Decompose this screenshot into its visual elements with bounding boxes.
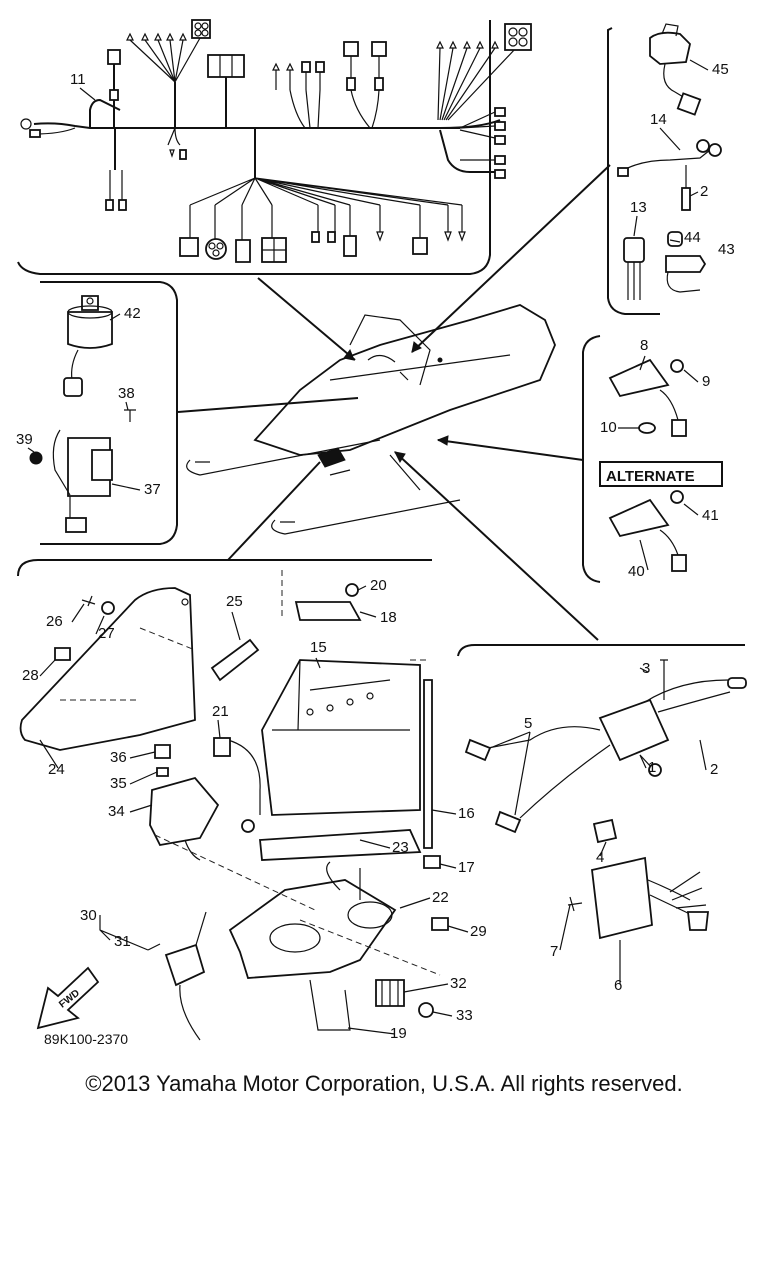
part-label-33: 33 xyxy=(456,1007,473,1024)
wire-harness xyxy=(20,19,532,263)
part-label-39: 39 xyxy=(16,431,33,448)
part-label-27: 27 xyxy=(98,625,115,642)
leader-taillight xyxy=(437,439,584,461)
part-label-35: 35 xyxy=(110,775,127,792)
leader-main-switch xyxy=(177,397,359,413)
part-label-13: 13 xyxy=(630,199,647,216)
part-label-14: 14 xyxy=(650,111,667,128)
snowmobile-outline xyxy=(186,304,556,535)
part-label-3: 3 xyxy=(642,660,650,677)
part-label-2-switch: 2 xyxy=(700,183,708,200)
part-label-9: 9 xyxy=(702,373,710,390)
main-switch-panel xyxy=(40,281,178,545)
part-label-30: 30 xyxy=(80,907,97,924)
part-label-18: 18 xyxy=(380,609,397,626)
part-label-19: 19 xyxy=(390,1025,407,1042)
part-label-11: 11 xyxy=(70,71,86,88)
part-label-26: 26 xyxy=(46,613,63,630)
figure-code: 89K100-2370 xyxy=(44,1031,128,1047)
part-label-7: 7 xyxy=(550,943,558,960)
part-label-41: 41 xyxy=(702,507,719,524)
main-switch-group xyxy=(29,295,136,533)
part-label-36: 36 xyxy=(110,749,127,766)
handlebar-switch-group xyxy=(617,23,722,300)
part-label-43: 43 xyxy=(718,241,735,258)
battery-group xyxy=(19,570,449,1041)
leader-ignition xyxy=(394,451,599,641)
part-label-20: 20 xyxy=(370,577,387,594)
part-label-40: 40 xyxy=(628,563,645,580)
part-label-42: 42 xyxy=(124,305,141,322)
part-label-38: 38 xyxy=(118,385,135,402)
part-label-24: 24 xyxy=(48,761,65,778)
part-label-44: 44 xyxy=(684,229,701,246)
ignition-coil-group xyxy=(464,659,747,940)
copyright-notice: ©2013 Yamaha Motor Corporation, U.S.A. A… xyxy=(85,1071,683,1096)
part-label-21: 21 xyxy=(212,703,229,720)
part-label-15: 15 xyxy=(310,639,327,656)
part-label-37: 37 xyxy=(144,481,161,498)
part-label-22: 22 xyxy=(432,889,449,906)
parts-diagram: 11 45 14 2 13 44 43 42 38 39 37 8 9 10 4… xyxy=(16,19,747,1047)
fwd-arrow xyxy=(36,966,100,1030)
part-label-17: 17 xyxy=(458,859,475,876)
ignition-panel xyxy=(457,644,745,657)
part-label-1: 1 xyxy=(648,759,656,776)
leader-battery xyxy=(227,461,321,561)
part-label-10: 10 xyxy=(600,419,617,436)
taillight-panel xyxy=(582,335,601,583)
part-label-32: 32 xyxy=(450,975,467,992)
part-label-layer: 11 45 14 2 13 44 43 42 38 39 37 8 9 10 4… xyxy=(16,61,735,1042)
part-label-16: 16 xyxy=(458,805,475,822)
part-label-5: 5 xyxy=(524,715,532,732)
part-label-4: 4 xyxy=(596,849,604,866)
part-label-6: 6 xyxy=(614,977,622,994)
part-label-25: 25 xyxy=(226,593,243,610)
part-label-34: 34 xyxy=(108,803,125,820)
switch-panel xyxy=(607,27,660,315)
battery-panel xyxy=(17,559,432,577)
wire-harness-panel xyxy=(17,20,491,275)
part-label-8: 8 xyxy=(640,337,648,354)
leader-switch xyxy=(411,164,611,353)
part-label-28: 28 xyxy=(22,667,39,684)
part-label-23: 23 xyxy=(392,839,409,856)
part-label-45: 45 xyxy=(712,61,729,78)
part-label-29: 29 xyxy=(470,923,487,940)
taillight-group xyxy=(599,358,723,572)
part-label-2-ignition: 2 xyxy=(710,761,718,778)
leader-harness xyxy=(257,277,356,361)
alternate-label: ALTERNATE xyxy=(606,468,695,485)
